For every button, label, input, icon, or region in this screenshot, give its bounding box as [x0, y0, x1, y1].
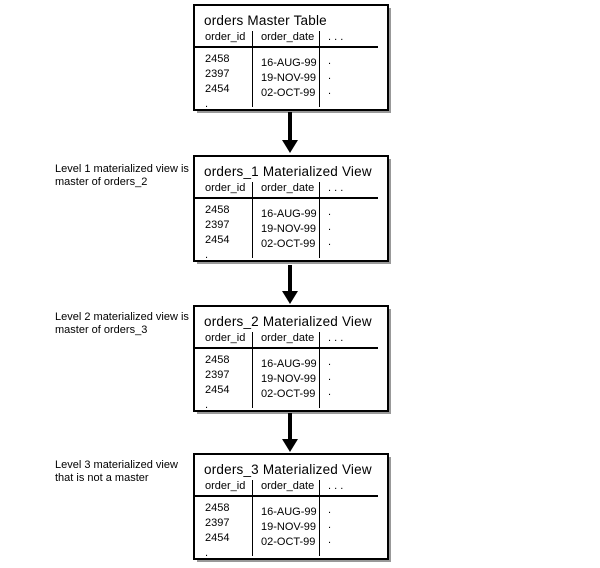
column-header-order-date: order_date: [261, 31, 315, 43]
table-cell: 16-AUG-99: [261, 208, 317, 220]
box-title: orders_2 Materialized View: [204, 314, 372, 329]
table-cell: .: [261, 402, 319, 408]
table-cell: .: [328, 251, 332, 258]
column-header-order-id: order_id: [205, 31, 246, 43]
table-cell: 2454: [205, 83, 230, 95]
table-cell: 2458: [205, 53, 230, 65]
table-cell: .: [261, 101, 319, 107]
table-cell: 02-OCT-99: [261, 238, 316, 250]
header-underline: [193, 347, 378, 349]
table-cell: .: [205, 399, 209, 408]
table-cell: .: [328, 70, 332, 82]
orders-1-mv-box: orders_1 Materialized View order_id 2458…: [193, 155, 389, 262]
annotation-line: Level 3 materialized view: [55, 459, 178, 471]
table-cell: .: [328, 221, 332, 233]
arrow-head-icon: [282, 439, 298, 452]
table-cell: .: [328, 534, 332, 546]
column-header-order-id: order_id: [205, 332, 246, 344]
table-cell: .: [205, 249, 209, 258]
orders-3-mv-box: orders_3 Materialized View order_id 2458…: [193, 453, 389, 560]
table-cell: .: [328, 356, 332, 368]
table-cell: 02-OCT-99: [261, 536, 316, 548]
header-underline: [193, 197, 378, 199]
table-cell: 2397: [205, 219, 230, 231]
table-cell: .: [328, 549, 332, 556]
table-cell: 2458: [205, 354, 230, 366]
header-underline: [193, 495, 378, 497]
table-cell: 19-NOV-99: [261, 373, 317, 385]
column-header-etc: . . .: [328, 480, 344, 492]
annotation-level-1: Level 1 materialized view is master of o…: [55, 163, 220, 189]
table-cell: 2454: [205, 234, 230, 246]
table-cell: 2397: [205, 517, 230, 529]
annotation-level-3: Level 3 materialized view that is not a …: [55, 459, 220, 485]
table-cell: 2454: [205, 532, 230, 544]
arrow-head-icon: [282, 291, 298, 304]
table-cell: .: [328, 55, 332, 67]
annotation-line: Level 1 materialized view is: [55, 163, 189, 175]
annotation-line: Level 2 materialized view is: [55, 311, 189, 323]
table-cell: 2454: [205, 384, 230, 396]
column-header-order-date: order_date: [261, 182, 315, 194]
arrow-shaft: [288, 413, 292, 439]
arrow-head-icon: [282, 140, 298, 153]
table-cell: .: [328, 401, 332, 408]
box-table: order_id 2458 2397 2454 . order_date 16-…: [193, 332, 387, 408]
column-header-etc: . . .: [328, 332, 344, 344]
table-cell: .: [328, 519, 332, 531]
table-cell: .: [328, 386, 332, 398]
annotation-line: master of orders_3: [55, 324, 148, 336]
table-cell: 02-OCT-99: [261, 87, 316, 99]
table-cell: 02-OCT-99: [261, 388, 316, 400]
table-cell: 19-NOV-99: [261, 72, 317, 84]
table-cell: 16-AUG-99: [261, 358, 317, 370]
box-table: order_id 2458 2397 2454 . order_date 16-…: [193, 480, 387, 556]
table-cell: 19-NOV-99: [261, 521, 317, 533]
box-table: order_id 2458 2397 2454 . order_date 16-…: [193, 31, 387, 107]
table-cell: 2458: [205, 502, 230, 514]
master-table-box: orders Master Table order_id 2458 2397 2…: [193, 4, 389, 111]
column-header-order-date: order_date: [261, 480, 315, 492]
column-header-etc: . . .: [328, 31, 344, 43]
table-cell: .: [328, 206, 332, 218]
table-cell: 16-AUG-99: [261, 506, 317, 518]
table-cell: .: [328, 85, 332, 97]
table-cell: .: [328, 236, 332, 248]
down-arrow-2: [282, 265, 298, 304]
column-header-etc: . . .: [328, 182, 344, 194]
column-header-order-date: order_date: [261, 332, 315, 344]
orders-2-mv-box: orders_2 Materialized View order_id 2458…: [193, 305, 389, 412]
column-header-order-id: order_id: [205, 480, 246, 492]
column-header-order-id: order_id: [205, 182, 246, 194]
table-cell: .: [261, 252, 319, 258]
table-cell: .: [205, 98, 209, 107]
table-cell: .: [328, 371, 332, 383]
box-title: orders_1 Materialized View: [204, 164, 372, 179]
table-cell: 19-NOV-99: [261, 223, 317, 235]
table-cell: 16-AUG-99: [261, 57, 317, 69]
header-underline: [193, 46, 378, 48]
annotation-line: master of orders_2: [55, 176, 148, 188]
down-arrow-3: [282, 413, 298, 452]
box-title: orders Master Table: [204, 13, 327, 28]
annotation-level-2: Level 2 materialized view is master of o…: [55, 311, 220, 337]
table-cell: .: [205, 547, 209, 556]
box-title: orders_3 Materialized View: [204, 462, 372, 477]
table-cell: .: [328, 504, 332, 516]
table-cell: .: [328, 100, 332, 107]
arrow-shaft: [288, 265, 292, 291]
down-arrow-1: [282, 112, 298, 153]
arrow-shaft: [288, 112, 292, 140]
annotation-line: that is not a master: [55, 472, 149, 484]
box-table: order_id 2458 2397 2454 . order_date 16-…: [193, 182, 387, 258]
table-cell: 2397: [205, 369, 230, 381]
table-cell: 2397: [205, 68, 230, 80]
table-cell: .: [261, 550, 319, 556]
table-cell: 2458: [205, 204, 230, 216]
